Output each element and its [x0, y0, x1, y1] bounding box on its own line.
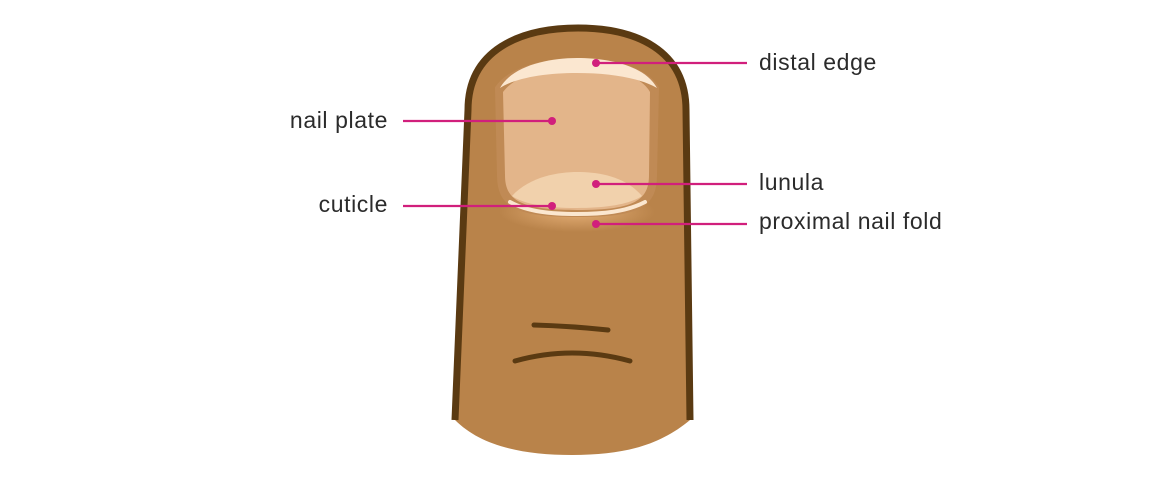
- leader-lines: [403, 59, 747, 228]
- distal-edge-pointer: [592, 59, 747, 67]
- proximal-nail-fold-label: proximal nail fold: [759, 208, 942, 234]
- lunula-label: lunula: [759, 169, 824, 195]
- distal-edge-label: distal edge: [759, 49, 877, 75]
- lower-crease: [512, 350, 633, 364]
- labels: distal edge nail plate lunula cuticle pr…: [290, 49, 942, 234]
- cuticle-label: cuticle: [319, 191, 388, 217]
- nail-plate-pointer: [403, 117, 556, 125]
- nail: [494, 57, 660, 218]
- lunula-pointer: [592, 180, 747, 188]
- nail-plate-shape: [503, 67, 650, 210]
- knuckle-creases: [512, 322, 633, 364]
- cuticle-pointer: [403, 202, 556, 210]
- lunula-shape: [512, 172, 642, 208]
- nail-plate-label: nail plate: [290, 107, 388, 133]
- finger-left-outline: [451, 24, 694, 421]
- distal-edge-shape: [500, 58, 657, 88]
- upper-crease: [531, 322, 611, 333]
- cuticle-shape: [508, 200, 647, 217]
- proximal-nail-fold-pointer: [592, 220, 747, 228]
